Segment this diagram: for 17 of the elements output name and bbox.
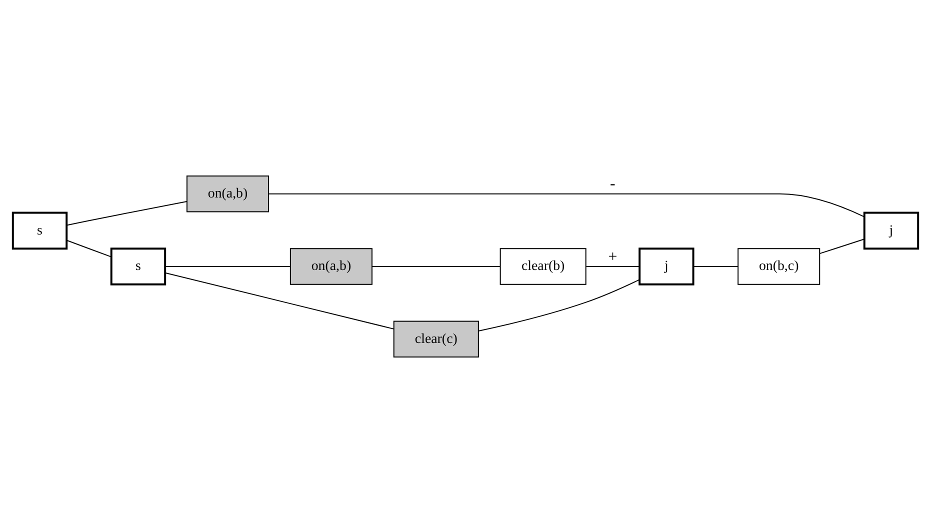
node-box: clear(c) <box>393 320 479 358</box>
node-box: on(b,c) <box>738 248 820 284</box>
edge-label: + <box>608 248 618 265</box>
node-box: s <box>12 211 68 250</box>
node-box: s <box>110 247 166 285</box>
node-box: j <box>863 211 920 250</box>
connector <box>819 238 865 254</box>
node-box: clear(b) <box>500 248 586 284</box>
node-box: on(a,b) <box>290 248 372 284</box>
connector <box>66 239 112 257</box>
connector <box>164 272 394 329</box>
connector <box>66 200 188 226</box>
node-box: on(a,b) <box>186 174 270 212</box>
connector <box>268 192 865 217</box>
connector <box>478 278 640 331</box>
node-box: j <box>638 247 694 285</box>
edge-label: - <box>610 175 616 192</box>
